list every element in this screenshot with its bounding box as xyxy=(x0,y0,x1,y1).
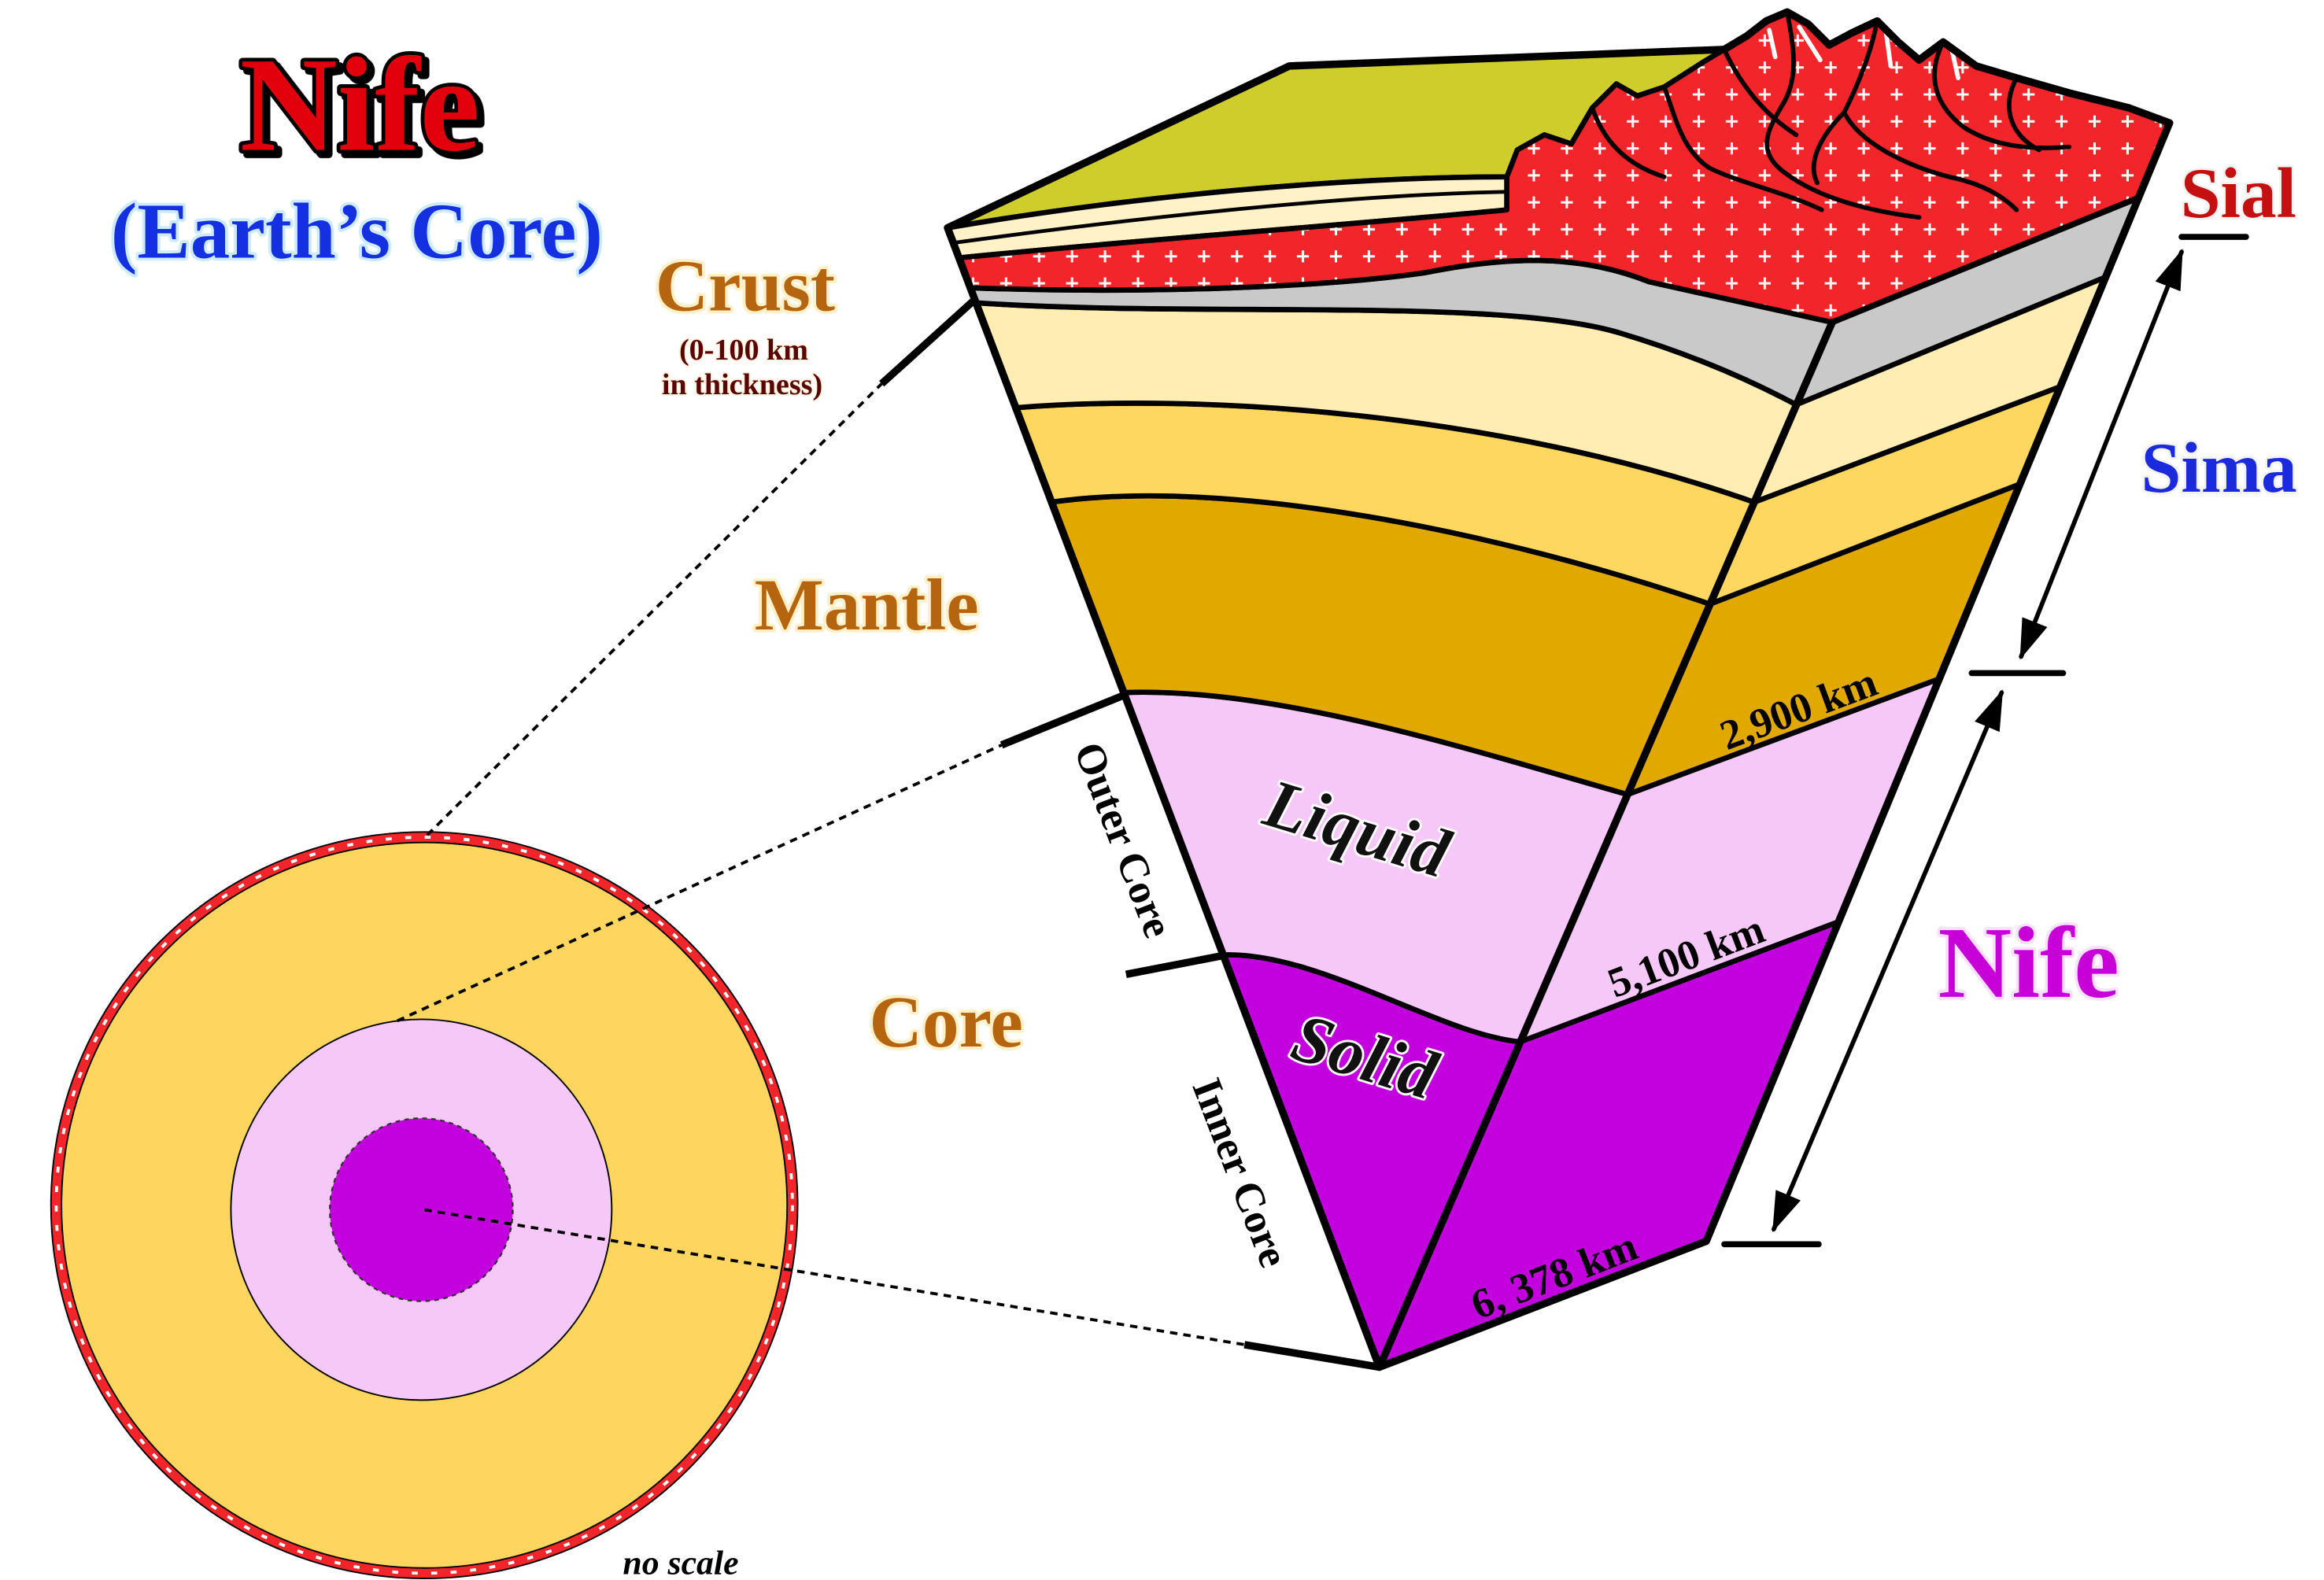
wedge-top-surface xyxy=(944,9,2173,325)
wedge-outline xyxy=(944,8,2174,1371)
label-no-scale: no scale xyxy=(623,1544,738,1580)
ridge-line xyxy=(1764,9,1922,220)
ridge-line xyxy=(1590,105,1667,179)
snow-streak xyxy=(1797,24,1823,63)
outer-inner-boundary-pointer xyxy=(1125,951,1228,979)
connector-center-dashed xyxy=(423,1208,1245,1346)
ridge-line xyxy=(2007,76,2041,153)
label-sial: Sial xyxy=(2181,153,2296,233)
snow-streak xyxy=(1949,48,1960,80)
wedge-front-edge xyxy=(1375,318,1836,1371)
sima-extent-arrow xyxy=(2019,249,2184,660)
diagram-title: Nife xyxy=(240,31,480,180)
ridge-line xyxy=(1661,84,1824,212)
wedge-left-face xyxy=(967,257,1835,1370)
wedge-right-face xyxy=(1376,195,2141,1370)
connector-crust-dashed xyxy=(426,382,883,836)
snow-streak xyxy=(1883,31,1894,68)
label-sima: Sima xyxy=(2141,428,2297,508)
connector-center-pointer xyxy=(1243,1341,1380,1371)
top-sediment-line xyxy=(951,190,1506,245)
earth-sphere xyxy=(50,831,799,1580)
label-mantle: Mantle xyxy=(755,565,979,646)
label-crust-note-2: in thickness) xyxy=(662,368,822,401)
connector-crust-pointer xyxy=(879,297,977,387)
sphere-inner-core xyxy=(328,1117,514,1302)
ridge-line xyxy=(1811,110,1847,186)
label-crust: Crust xyxy=(656,245,835,327)
mountain-ridges xyxy=(1590,9,2071,220)
diagram-subtitle: (Earth’s Core) xyxy=(111,187,603,275)
label-nife: Nife xyxy=(1938,907,2119,1020)
connector-core-pointer xyxy=(999,692,1125,749)
connector-core-dashed xyxy=(397,744,1003,1023)
sphere-crust-marks xyxy=(54,836,794,1575)
wedge-right-top-edge xyxy=(1829,194,2141,326)
snow-streak xyxy=(1767,28,1778,60)
nife-extent-arrow xyxy=(1771,689,2004,1233)
label-core: Core xyxy=(870,982,1023,1063)
label-crust-note-1: (0-100 km xyxy=(679,334,808,367)
ridge-line xyxy=(1842,18,2019,212)
ridge-line xyxy=(1722,47,1799,138)
